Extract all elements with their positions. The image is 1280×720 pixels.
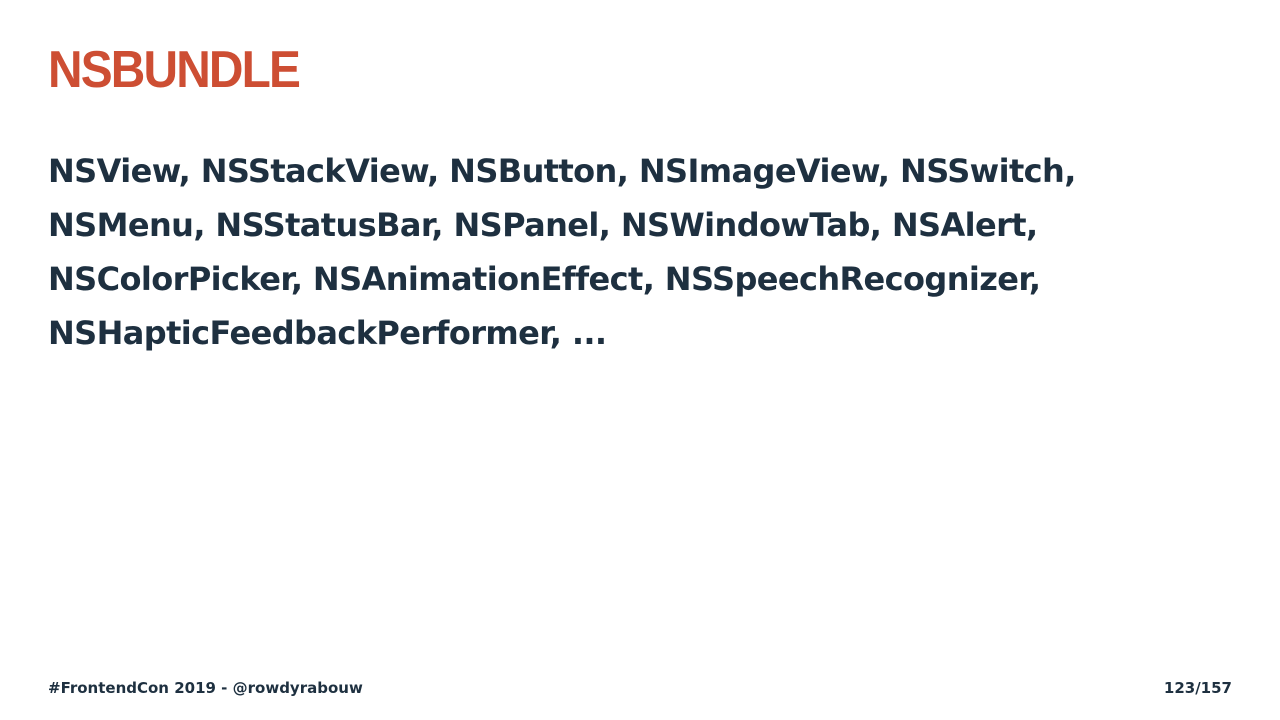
body-line: NSColorPicker, NSAnimationEffect, NSSpee… [48,260,1041,298]
slide-title: NSBUNDLE [48,41,301,99]
footer-event-handle: #FrontendCon 2019 - @rowdyrabouw [48,679,363,697]
page-number: 123/157 [1163,679,1232,697]
body-line: NSHapticFeedbackPerformer, ... [48,314,607,352]
slide-body: NSView, NSStackView, NSButton, NSImageVi… [48,144,1208,360]
body-line: NSView, NSStackView, NSButton, NSImageVi… [48,152,1076,190]
slide-footer: #FrontendCon 2019 - @rowdyrabouw 123/157 [48,676,1232,700]
body-line: NSMenu, NSStatusBar, NSPanel, NSWindowTa… [48,206,1038,244]
